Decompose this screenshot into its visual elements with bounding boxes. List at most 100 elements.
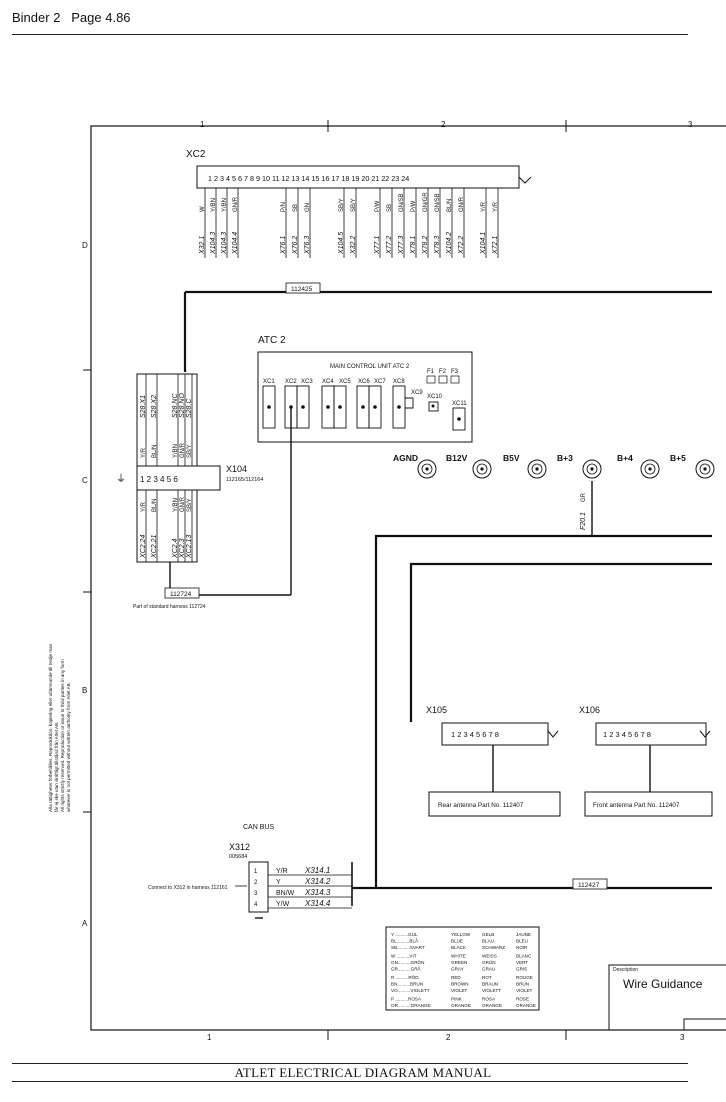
terminal-ring-icon — [590, 467, 594, 471]
xc2-wire-color: SB — [293, 204, 299, 212]
color-code-cell: BROWN — [451, 982, 469, 987]
x104-wire-ref: XC2.4 — [172, 538, 179, 559]
color-code-cell: BLACK — [451, 945, 467, 950]
terminal-ring-icon — [527, 459, 547, 479]
title-block-label: Description — [613, 967, 638, 973]
terminal-ring-icon — [476, 463, 488, 475]
atc-connector-label: XC2 — [285, 379, 297, 385]
x104-wire-ref: XC2.21 — [151, 535, 158, 559]
terminal-label: AGND — [393, 453, 418, 463]
xc2-wire-color: W — [200, 206, 206, 212]
color-code-cell: VERT — [516, 960, 528, 965]
xc2-wire-ref: X104.3 — [221, 232, 228, 255]
terminal-ring-icon — [535, 467, 539, 471]
pin-dot — [457, 417, 461, 421]
b3-wire-color: GR — [581, 492, 587, 502]
xc2-wire-group: WX32.1Y/BNX104.3Y/BNX104.3GN/RX104.4P/NX… — [199, 188, 499, 258]
copyright-line: whatever is not permitted without writte… — [66, 682, 71, 812]
pin-dot — [267, 405, 271, 409]
xc2-wire-color: GN/R — [459, 196, 465, 212]
color-code-cell: BLAU — [482, 939, 494, 944]
xc2-wire-ref: X104.4 — [232, 232, 239, 255]
harness-label-box — [164, 587, 200, 599]
x104-wire-ref: XC2.24 — [140, 535, 147, 559]
terminal-ring-icon — [421, 463, 433, 475]
harness-label-box — [572, 878, 608, 890]
xc2-wire-color: BL/N — [447, 199, 453, 212]
color-code-cell: GELB — [482, 932, 494, 937]
x104-title: X104 — [226, 464, 247, 474]
xc2-wire-ref: X78.1 — [410, 236, 417, 255]
color-code-cell: BL..........BLÅ — [391, 938, 419, 944]
x312-wire-color: Y — [276, 879, 281, 886]
rear-antenna-box — [428, 791, 561, 817]
color-code-cell: ORANGE — [451, 1003, 471, 1008]
xc2-wire-color: Y/BN — [211, 198, 217, 212]
atc-connector-label: XC4 — [322, 379, 334, 385]
x106-title: X106 — [579, 705, 600, 715]
row-label: B — [82, 686, 87, 695]
b3-wire-ref: F20.1 — [580, 512, 587, 530]
x312-pin: 2 — [254, 880, 258, 886]
color-code-cell: OR..........ORANGE — [391, 1003, 431, 1008]
xc2-wire-ref: X76.3 — [304, 236, 311, 255]
row-label: A — [82, 919, 88, 928]
x104-wire-lines: S28.X1Y/RY/RXC2.24S28.X2BL/NBL/NXC2.21S2… — [140, 374, 193, 562]
x104-part: 112165/112164 — [226, 477, 263, 483]
color-code-cell: SB..........SVART — [391, 945, 425, 950]
atc-connector-label: XC9 — [411, 390, 423, 396]
harness-number: 112425 — [291, 286, 313, 293]
xc5-socket — [333, 385, 347, 429]
title-block — [608, 964, 726, 1031]
terminal-ring-icon — [417, 459, 437, 479]
front-antenna-box — [584, 791, 713, 817]
terminal-ring-icon — [425, 467, 429, 471]
connector-fork-icon — [518, 176, 532, 184]
color-code-cell: PINK — [451, 997, 463, 1002]
x104-switch-ref: S28.C — [186, 398, 193, 418]
x104-wire-color: BL/N — [152, 445, 158, 458]
color-code-cell: WEISS — [482, 954, 497, 959]
xc2-title: XC2 — [186, 149, 206, 160]
x312-wire-color: BN/W — [276, 890, 295, 897]
fuse-icon — [450, 375, 460, 384]
pin-dot — [431, 404, 435, 408]
color-code-cell: GRIS — [516, 967, 527, 972]
xc2-wire-ref: X32.1 — [199, 236, 206, 255]
xc2-wire-ref: X104.5 — [338, 232, 345, 255]
xc2-wire-ref: X104.2 — [446, 232, 453, 255]
x104-switch-ref: S28.X1 — [140, 395, 147, 418]
xc2-wire-ref: X78.2 — [422, 236, 429, 255]
terminal-label: B+3 — [557, 453, 573, 463]
terminal-ring-icon — [582, 459, 602, 479]
color-code-cell: VO..........VIOLETT — [391, 988, 430, 993]
footer-title: ATLET ELECTRICAL DIAGRAM MANUAL — [234, 1065, 492, 1080]
x104-wire-color: Y/BN — [173, 444, 179, 458]
page-header: Binder 2 Page 4.86 — [12, 10, 131, 25]
x104-connector — [136, 465, 221, 491]
terminal-ring-icon — [644, 463, 656, 475]
terminal-ring-icon — [699, 463, 711, 475]
x105-connector — [441, 722, 549, 746]
atc2-title: ATC 2 — [258, 335, 286, 346]
x104-wire-color: Y/R — [141, 447, 147, 458]
color-code-cell: VIOLET — [451, 988, 468, 993]
xc2-wire-ref: X104.3 — [210, 232, 217, 255]
xc2-wire-ref: X76.2 — [292, 236, 299, 255]
color-code-cell: BLANC — [516, 954, 532, 959]
terminal-label: B5V — [503, 453, 520, 463]
can-bus-label: CAN BUS — [243, 824, 274, 831]
xc2-wire-color: Y/BN — [222, 198, 228, 212]
x312-wire-ref: X314.1 — [304, 866, 330, 875]
color-code-cell: SCHWARZ — [482, 945, 505, 950]
xc11-socket — [452, 407, 466, 431]
xc2-pins: 1 2 3 4 5 6 7 8 9 10 11 12 13 14 15 16 1… — [208, 174, 409, 183]
xc2-wire-color: SB — [387, 204, 393, 212]
harness-number: 112427 — [578, 882, 600, 889]
xc2-wire-ref: X78.3 — [434, 236, 441, 255]
x106-connector — [595, 722, 707, 746]
x104-connector-group: 1 2 3 4 5 6 X104 112165/112164 ⏚ S28.X1Y… — [116, 373, 263, 610]
xc2-wire-color: SB/Y — [339, 198, 345, 212]
